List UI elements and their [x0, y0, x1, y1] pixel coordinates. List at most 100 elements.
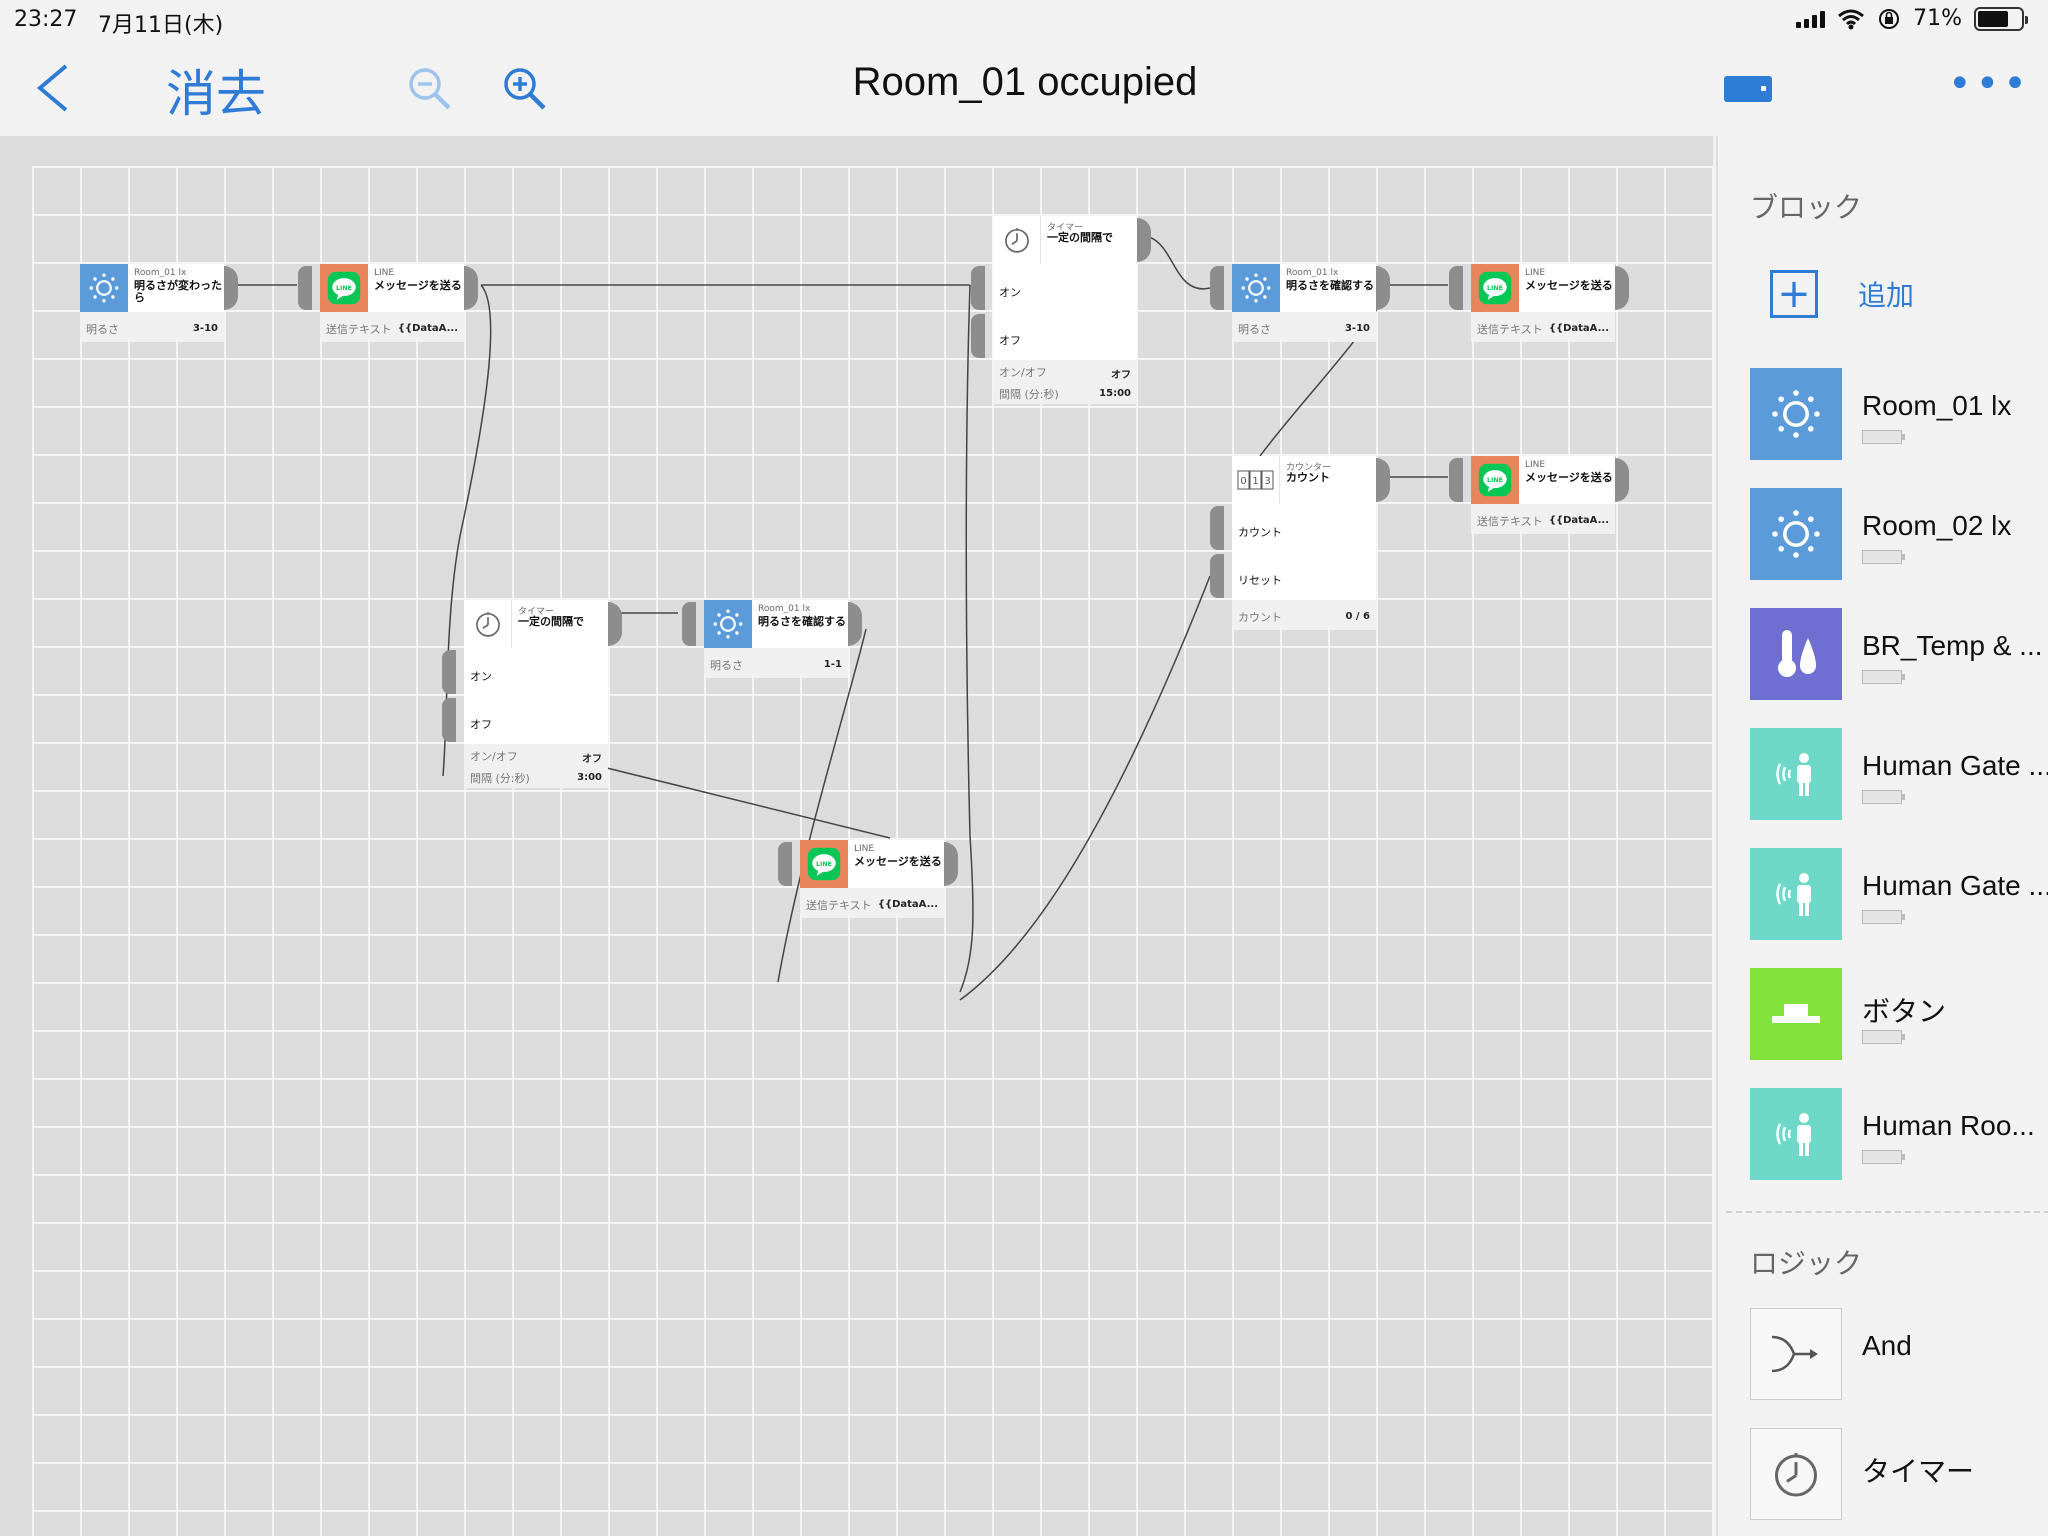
output-port[interactable] — [224, 266, 238, 310]
on-input-label: オン — [999, 286, 1021, 299]
line-message-block[interactable]: LINE メッセージを送る 送信テキスト{{DataA... — [1449, 456, 1629, 534]
sun-icon — [704, 600, 752, 648]
item-label: Human Gate ... — [1862, 870, 2048, 901]
timer-block[interactable]: タイマー 一定の間隔で オン オフ オン/オフオフ 間隔 (分:秒)3:00 — [442, 600, 622, 788]
input-port[interactable] — [778, 842, 792, 886]
off-input-port[interactable] — [971, 314, 985, 358]
param-value: オフ — [1111, 370, 1131, 381]
on-input-port[interactable] — [971, 266, 985, 310]
palette-item-human-room[interactable]: Human Roo... — [1750, 1088, 2048, 1180]
battery-level-icon — [1862, 1030, 1905, 1044]
orientation-lock-icon — [1879, 8, 1900, 29]
block-title: 明るさが変わったら — [134, 279, 222, 304]
timer-block[interactable]: タイマー 一定の間隔で オン オフ オン/オフオフ 間隔 (分:秒)15:00 — [971, 216, 1151, 404]
block-palette-sidebar: ブロック + 追加 Room_01 lx Room_02 lx BR_Temp … — [1716, 136, 2048, 1536]
battery-level-icon — [1862, 790, 1905, 804]
input-port[interactable] — [1449, 458, 1463, 502]
input-port[interactable] — [1449, 266, 1463, 310]
and-icon — [1750, 1308, 1842, 1400]
reset-input-port[interactable] — [1210, 554, 1224, 598]
battery-level-icon — [1862, 1150, 1905, 1164]
param-value: オフ — [582, 754, 602, 765]
input-port[interactable] — [298, 266, 312, 310]
status-icons: 71% — [1796, 6, 2028, 31]
palette-item-human-gate-2[interactable]: Human Gate ... — [1750, 848, 2048, 940]
add-block-button[interactable]: + 追加 — [1770, 270, 1914, 318]
item-label: BR_Temp & ... — [1862, 630, 2043, 661]
battery-level-icon — [1862, 670, 1905, 684]
palette-item-button[interactable]: ボタン — [1750, 968, 2048, 1060]
param-label: 明るさ — [710, 659, 743, 672]
block-title: メッセージを送る — [1525, 279, 1613, 292]
param-value: 3:00 — [577, 772, 602, 783]
param-value: {{DataA... — [877, 899, 938, 910]
on-input-port[interactable] — [442, 650, 456, 694]
line-app-icon — [1471, 264, 1519, 312]
param-label: 明るさ — [86, 323, 119, 336]
navigation-bar: 消去 Room_01 occupied ••• — [0, 40, 2048, 136]
output-port[interactable] — [848, 602, 862, 646]
off-input-label: オフ — [999, 334, 1021, 347]
battery-percent: 71% — [1913, 6, 1962, 31]
input-port[interactable] — [1210, 266, 1224, 310]
block-title: メッセージを送る — [854, 855, 942, 868]
block-device-label: LINE — [854, 844, 875, 854]
line-message-block[interactable]: LINE メッセージを送る 送信テキスト{{DataA... — [1449, 264, 1629, 342]
output-port[interactable] — [1615, 266, 1629, 310]
block-title: メッセージを送る — [1525, 471, 1613, 484]
count-input-port[interactable] — [1210, 506, 1224, 550]
more-options-icon[interactable]: ••• — [1948, 61, 2031, 107]
param-label: 明るさ — [1238, 323, 1271, 336]
zoom-in-icon[interactable] — [500, 64, 550, 114]
output-port[interactable] — [944, 842, 958, 886]
output-port[interactable] — [1615, 458, 1629, 502]
param-label: オン/オフ — [999, 366, 1047, 379]
logic-section-title: ロジック — [1750, 1247, 1863, 1280]
block-device-label: Room_01 lx — [758, 604, 811, 614]
on-input-label: オン — [470, 670, 492, 683]
param-label: 間隔 (分:秒) — [999, 388, 1059, 401]
device-icon[interactable] — [1724, 76, 1772, 102]
palette-item-timer[interactable]: タイマー — [1750, 1428, 2048, 1520]
item-label: Room_01 lx — [1862, 390, 2012, 421]
palette-item-br-temp[interactable]: BR_Temp & ... — [1750, 608, 2048, 700]
input-port[interactable] — [682, 602, 696, 646]
sun-icon — [1232, 264, 1280, 312]
off-input-label: オフ — [470, 718, 492, 731]
back-chevron-icon[interactable] — [30, 58, 80, 118]
output-port[interactable] — [1376, 266, 1390, 310]
param-value: {{DataA... — [1548, 515, 1609, 526]
output-port[interactable] — [1137, 218, 1151, 262]
sun-icon — [1750, 488, 1842, 580]
output-port[interactable] — [608, 602, 622, 646]
battery-level-icon — [1862, 910, 1905, 924]
cellular-signal-icon — [1796, 10, 1826, 28]
button-icon — [1750, 968, 1842, 1060]
output-port[interactable] — [1376, 458, 1390, 502]
clear-button[interactable]: 消去 — [166, 65, 266, 123]
line-message-block[interactable]: LINE メッセージを送る 送信テキスト{{DataA... — [778, 840, 958, 918]
blocks-section-title: ブロック — [1750, 191, 1863, 224]
section-divider — [1726, 1211, 2048, 1213]
item-label: タイマー — [1862, 1456, 1975, 1487]
param-value: {{DataA... — [1548, 323, 1609, 334]
palette-item-room02-lx[interactable]: Room_02 lx — [1750, 488, 2048, 580]
palette-item-room01-lx[interactable]: Room_01 lx — [1750, 368, 2048, 460]
param-label: カウント — [1238, 611, 1282, 624]
line-message-block[interactable]: LINE メッセージを送る 送信テキスト{{DataA... — [298, 264, 478, 342]
svg-text:1: 1 — [1252, 476, 1258, 487]
output-port[interactable] — [464, 266, 478, 310]
off-input-port[interactable] — [442, 698, 456, 742]
zoom-out-icon[interactable] — [405, 64, 455, 114]
palette-item-human-gate-1[interactable]: Human Gate ... — [1750, 728, 2048, 820]
palette-item-and[interactable]: And — [1750, 1308, 2048, 1400]
block-title: 明るさを確認する — [758, 615, 846, 628]
item-label: And — [1862, 1330, 1912, 1361]
block-device-label: Room_01 lx — [1286, 268, 1339, 278]
